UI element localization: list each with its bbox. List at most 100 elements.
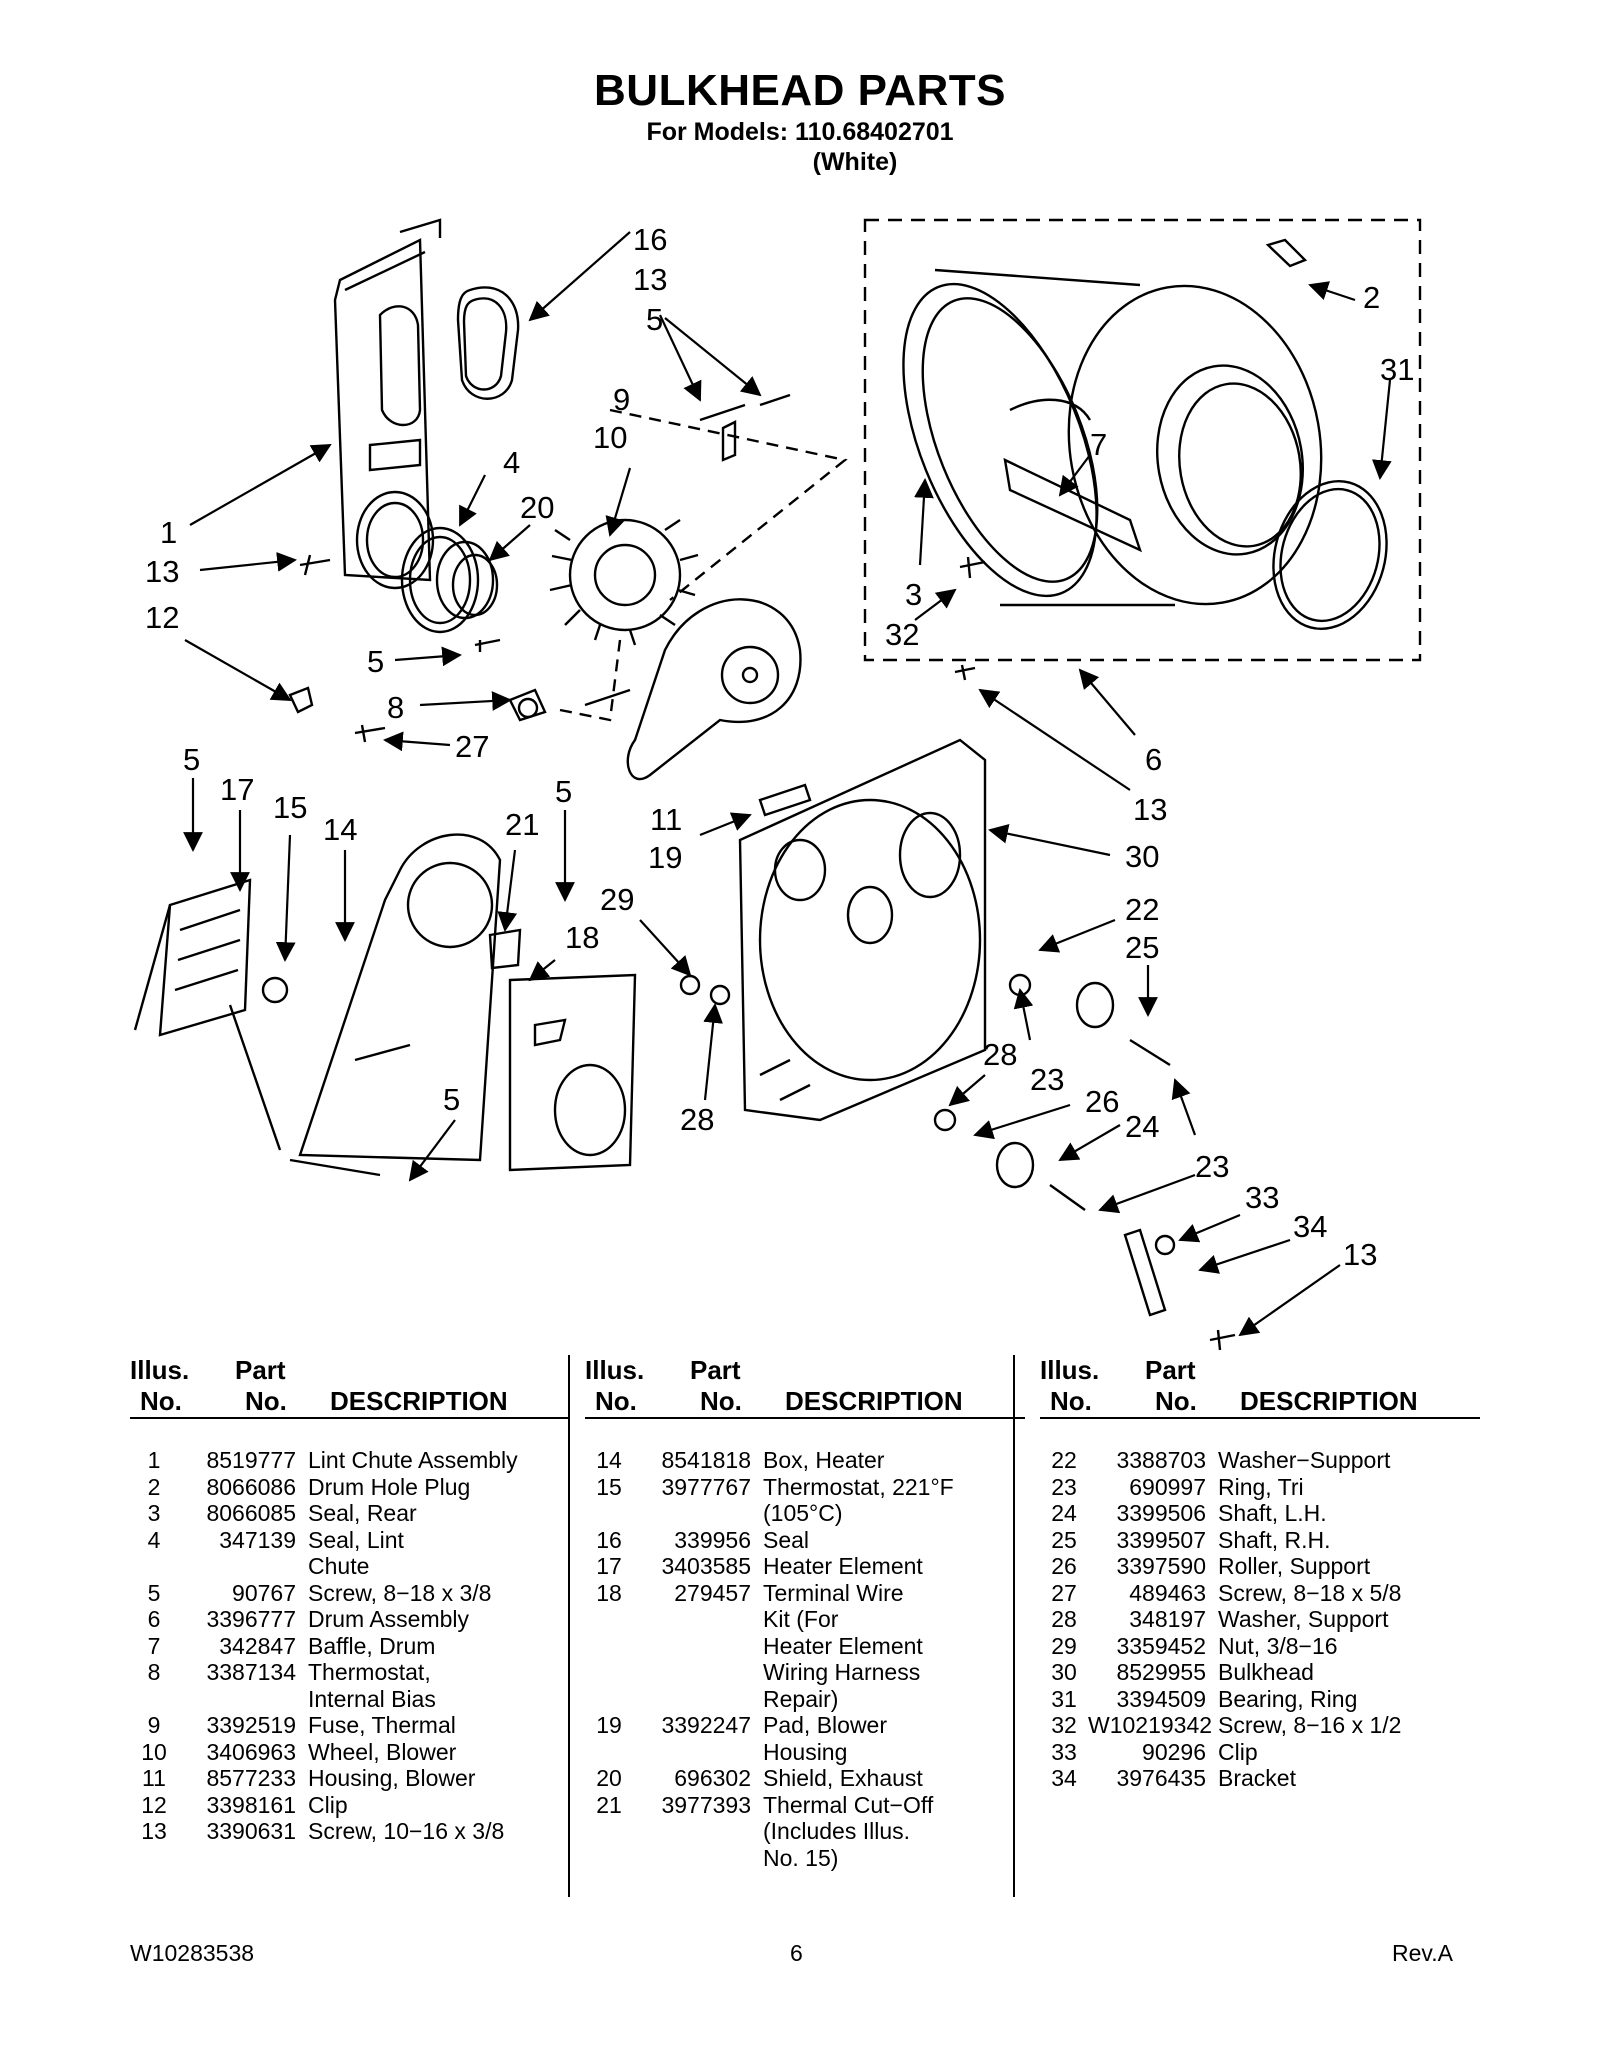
callout-7: 7 (1090, 427, 1107, 462)
description-cell: Clip (308, 1791, 348, 1818)
callout-21: 21 (505, 807, 539, 842)
header-illus: Illus. (130, 1355, 190, 1385)
table-row: 1 8519777 Lint Chute Assembly (130, 1447, 570, 1474)
header-part: Part (235, 1355, 286, 1385)
illus-no-cell: 12 (141, 1791, 167, 1818)
callout-29: 29 (600, 882, 634, 917)
callout-28: 28 (680, 1102, 714, 1137)
callout-31: 31 (1380, 352, 1414, 387)
part-no-cell: 8541818 (661, 1447, 751, 1473)
description-cell: Thermostat, 221°F (105°C) (763, 1473, 954, 1527)
table-row: 9 3392519 Fuse, Thermal (130, 1712, 570, 1739)
callout-28b: 28 (983, 1037, 1017, 1072)
illus-no-cell: 5 (147, 1579, 161, 1606)
callout-32: 32 (885, 617, 919, 652)
illus-no-cell: 9 (147, 1712, 161, 1738)
description-cell: Lint Chute Assembly (308, 1447, 518, 1473)
part-no-cell: 339956 (674, 1526, 751, 1553)
description-cell: Washer−Support (1218, 1447, 1391, 1473)
illus-no-cell: 15 (596, 1473, 622, 1500)
description-cell: Bulkhead (1218, 1659, 1314, 1685)
description-cell: Washer, Support (1218, 1606, 1389, 1632)
illus-no-cell: 31 (1051, 1685, 1077, 1712)
callout-15: 15 (273, 790, 307, 825)
description-cell: Roller, Support (1218, 1553, 1371, 1579)
part-no-cell: 342847 (219, 1632, 296, 1659)
part-no-cell: 3387134 (206, 1659, 296, 1685)
description-cell: Wheel, Blower (308, 1738, 457, 1765)
description-cell: Bearing, Ring (1218, 1685, 1358, 1712)
revision: Rev.A (1392, 1940, 1453, 1966)
document-number: W10283538 (130, 1940, 255, 1966)
part-drawings (133, 218, 1422, 1351)
callout-11: 11 (650, 802, 682, 837)
illus-no-cell: 8 (147, 1659, 161, 1685)
header-part-no: No. (700, 1386, 742, 1416)
illus-no-cell: 21 (596, 1791, 622, 1818)
callout-23: 23 (1030, 1062, 1064, 1097)
description-cell: Fuse, Thermal (308, 1712, 456, 1738)
part-no-cell: 696302 (674, 1765, 751, 1791)
callout-23b: 23 (1195, 1149, 1229, 1184)
illus-no-cell: 6 (147, 1606, 161, 1632)
callout-12: 12 (145, 600, 179, 635)
illus-no-cell: 22 (1051, 1447, 1077, 1473)
description-cell: Ring, Tri (1218, 1473, 1304, 1500)
part-no-cell: 8519777 (206, 1447, 296, 1473)
callout-2: 2 (1363, 280, 1380, 315)
illus-no-cell: 30 (1051, 1659, 1077, 1685)
illus-no-cell: 32 (1051, 1712, 1077, 1738)
callout-27: 27 (455, 729, 489, 764)
table-header: Illus. No. Part No. DESCRIPTION (130, 1355, 570, 1419)
column-divider (568, 1355, 570, 1897)
header-description: DESCRIPTION (785, 1386, 963, 1416)
callout-19: 19 (648, 840, 682, 875)
description-cell: Drum Hole Plug (308, 1473, 471, 1500)
description-cell: Pad, Blower Housing (763, 1712, 888, 1765)
description-cell: Seal, Rear (308, 1500, 417, 1526)
part-no-cell: 3977767 (661, 1473, 751, 1500)
callout-13b: 13 (145, 554, 179, 589)
description-cell: Seal, Lint Chute (308, 1526, 404, 1580)
illus-no-cell: 1 (147, 1447, 161, 1473)
callout-8: 8 (387, 690, 404, 725)
description-cell: Bracket (1218, 1765, 1296, 1791)
part-no-cell: 3977393 (661, 1791, 751, 1818)
callout-20: 20 (520, 490, 554, 525)
part-no-cell: 3406963 (206, 1738, 296, 1765)
description-cell: Housing, Blower (308, 1765, 476, 1791)
description-cell: Nut, 3/8−16 (1218, 1632, 1338, 1659)
callout-10: 10 (593, 420, 627, 455)
callout-26: 26 (1085, 1084, 1119, 1119)
part-no-cell: 3392519 (206, 1712, 296, 1738)
part-no-cell: 3403585 (661, 1553, 751, 1579)
callout-5e: 5 (443, 1082, 460, 1117)
callout-25: 25 (1125, 930, 1159, 965)
page-number: 6 (790, 1940, 803, 1966)
table-row: 5 90767 Screw, 8−18 x 3/8 (130, 1580, 570, 1607)
description-cell: Screw, 8−18 x 3/8 (308, 1579, 492, 1606)
description-cell: Shaft, R.H. (1218, 1526, 1331, 1553)
part-no-cell: 8066086 (206, 1473, 296, 1500)
callout-9: 9 (613, 382, 630, 417)
part-no-cell: 90767 (232, 1579, 296, 1606)
description-cell: Heater Element (763, 1553, 923, 1579)
description-cell: Shield, Exhaust (763, 1765, 923, 1791)
part-no-cell: 489463 (1129, 1579, 1206, 1606)
part-no-cell: 3396777 (206, 1606, 296, 1632)
description-cell: Box, Heater (763, 1447, 885, 1473)
part-no-cell: 3392247 (661, 1712, 751, 1738)
callout-5c: 5 (183, 742, 200, 777)
page-title: BULKHEAD PARTS (594, 66, 1006, 115)
callout-5b: 5 (367, 644, 384, 679)
